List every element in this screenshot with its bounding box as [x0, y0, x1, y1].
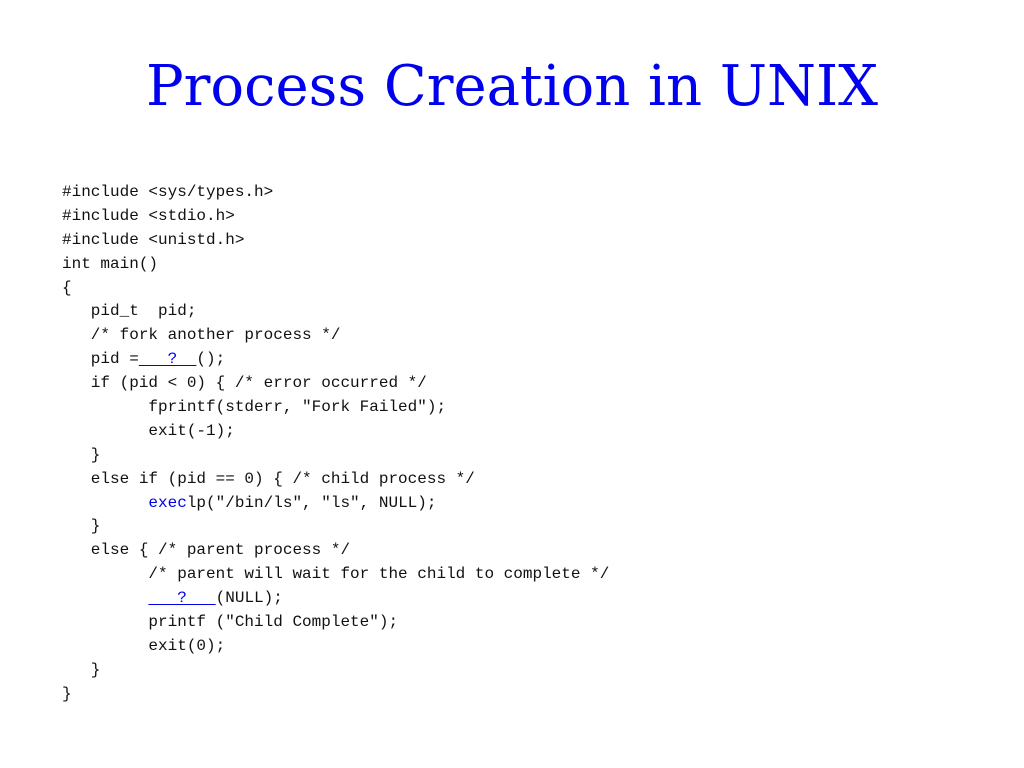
code-line: else if (pid == 0) { /* child process */ [62, 468, 609, 492]
code-line: } [62, 444, 609, 468]
code-text: (NULL); [215, 589, 283, 608]
code-text: /* fork another process */ [62, 326, 341, 345]
code-text: { [62, 278, 72, 297]
code-line: exit(-1); [62, 420, 609, 444]
code-text: } [62, 684, 72, 703]
code-text: #include <sys/types.h> [62, 183, 274, 201]
code-text: int main() [62, 254, 159, 273]
code-text: else if (pid == 0) { /* child process */ [62, 469, 475, 488]
code-line: #include <sys/types.h> [62, 181, 609, 205]
fill-in-blank: ? [148, 589, 216, 608]
code-line: } [62, 683, 609, 707]
code-line: fprintf(stderr, "Fork Failed"); [62, 396, 609, 420]
code-text: #include <unistd.h> [62, 230, 245, 249]
code-line: ? (NULL); [62, 587, 609, 611]
code-text: pid_t pid; [62, 302, 197, 321]
code-listing: #include <sys/types.h> #include <stdio.h>… [62, 181, 609, 707]
code-line: else { /* parent process */ [62, 539, 609, 563]
code-text: exit(-1); [62, 421, 235, 440]
code-text: lp("/bin/ls", "ls", NULL); [186, 493, 437, 512]
code-line: } [62, 659, 609, 683]
code-line: } [62, 515, 609, 539]
code-text: pid = [62, 350, 139, 369]
code-text: } [62, 517, 101, 536]
highlighted-code: exec [148, 493, 187, 512]
code-text: exit(0); [62, 636, 226, 655]
code-text [62, 494, 148, 512]
code-line: printf ("Child Complete"); [62, 611, 609, 635]
code-line: { [62, 277, 609, 301]
code-line: pid = ? (); [62, 348, 609, 372]
code-text: /* parent will wait for the child to com… [62, 565, 610, 584]
code-line: #include <stdio.h> [62, 205, 609, 229]
code-line: if (pid < 0) { /* error occurred */ [62, 372, 609, 396]
code-text: } [62, 660, 101, 679]
code-line: pid_t pid; [62, 300, 609, 324]
code-line: #include <unistd.h> [62, 229, 609, 253]
code-line: /* parent will wait for the child to com… [62, 563, 609, 587]
code-text: fprintf(stderr, "Fork Failed"); [62, 398, 447, 417]
code-text: #include <stdio.h> [62, 206, 235, 225]
code-text: } [62, 445, 101, 464]
code-line: exit(0); [62, 635, 609, 659]
code-text [62, 589, 148, 607]
slide-title: Process Creation in UNIX [145, 54, 879, 119]
code-line: execlp("/bin/ls", "ls", NULL); [62, 492, 609, 516]
code-text: if (pid < 0) { /* error occurred */ [62, 374, 427, 393]
code-line: int main() [62, 253, 609, 277]
code-text: else { /* parent process */ [62, 541, 351, 560]
code-text: (); [196, 350, 226, 369]
fill-in-blank: ? [138, 350, 197, 369]
code-line: /* fork another process */ [62, 324, 609, 348]
code-text: printf ("Child Complete"); [62, 613, 399, 632]
